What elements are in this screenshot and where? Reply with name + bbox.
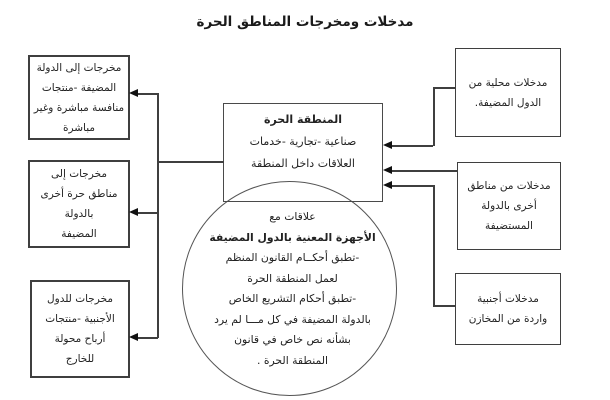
input-box-foreign: مدخلات أجنبية واردة من المخازن — [455, 273, 561, 345]
circle-line: المنطقة الحرة . — [256, 353, 329, 367]
free-zone-box-line: العلاقات داخل المنطقة — [251, 157, 355, 170]
right-connector-line — [433, 305, 456, 307]
right-connector-line — [391, 170, 458, 172]
free-zone-box: المنطقة الحرة صناعية -تجارية -خدمات العل… — [223, 103, 383, 202]
box-line: مدخلات أجنبية — [477, 293, 539, 305]
arrow-left-icon — [129, 208, 138, 216]
left-connector-line — [136, 93, 158, 95]
input-box-local: مدخلات محلية من الدول المضيفة. — [455, 48, 561, 137]
circle-line: بالدولة المضيفة في كل مـــا لم يرد — [214, 312, 371, 326]
circle-line: علاقات مع — [269, 210, 316, 223]
right-connector-vline — [433, 87, 435, 146]
left-connector-line — [136, 212, 158, 214]
box-line: منافسة مباشرة وغير — [33, 101, 125, 114]
box-line: للخارج — [65, 353, 95, 365]
output-box-host-country: مخرجات إلى الدولة المضيفة -منتجات منافسة… — [28, 55, 130, 140]
box-line: مدخلات من مناطق — [467, 180, 551, 192]
right-connector-line — [433, 87, 456, 89]
box-line: بالدولة — [64, 208, 94, 220]
circle-line: -تطبق أحكام التشريع الخاص — [228, 292, 357, 305]
box-line: المضيفة — [61, 228, 97, 240]
box-line: مخرجات إلى الدولة — [36, 61, 122, 74]
circle-line: الأجهزة المعنية بالدول المضيفة — [209, 230, 376, 244]
box-line: مخرجات إلى — [51, 168, 107, 180]
output-box-foreign-countries: مخرجات للدول الأجنبية -منتجات أرباح محول… — [30, 280, 130, 378]
box-line: أخرى بالدولة — [481, 200, 537, 212]
relations-circle-text: علاقات مع الأجهزة المعنية بالدول المضيفة… — [190, 207, 395, 371]
circle-line: بشأنه نص خاص في قانون — [234, 333, 351, 346]
circle-line: -تطبق أحكــام القانون المنظم — [225, 251, 360, 264]
right-connector-vline — [433, 185, 435, 306]
relations-circle — [182, 181, 397, 396]
box-line: المضيفة -منتجات — [41, 81, 117, 94]
arrow-left-icon — [383, 181, 392, 189]
box-line: مدخلات محلية من — [468, 76, 548, 89]
box-line: أرباح محولة — [54, 333, 106, 345]
box-line: مخرجات للدول — [47, 293, 113, 305]
circle-line: لعمل المنطقة الحرة — [247, 271, 338, 285]
left-connector-line — [136, 337, 158, 339]
output-box-other-free-zones: مخرجات إلى مناطق حرة أخرى بالدولة المضيف… — [28, 160, 130, 248]
box-line: واردة من المخازن — [468, 313, 548, 325]
arrow-left-icon — [383, 141, 392, 149]
arrow-left-icon — [129, 89, 138, 97]
right-connector-line — [391, 185, 433, 187]
left-connector-vline — [157, 93, 159, 338]
box-line: مباشرة — [62, 121, 96, 134]
diagram-title: مدخلات ومخرجات المناطق الحرة — [196, 14, 414, 30]
left-connector-to-zone — [158, 161, 224, 163]
arrow-left-icon — [383, 166, 392, 174]
free-zone-box-line: المنطقة الحرة — [263, 113, 343, 126]
right-connector-line — [391, 145, 433, 147]
box-line: المستضيفة — [485, 220, 533, 232]
arrow-left-icon — [129, 333, 138, 341]
input-box-other-zones: مدخلات من مناطق أخرى بالدولة المستضيفة — [457, 162, 561, 250]
box-line: مناطق حرة أخرى — [40, 188, 118, 200]
box-line: الدول المضيفة. — [474, 96, 542, 109]
free-zone-box-line: صناعية -تجارية -خدمات — [249, 135, 357, 148]
box-line: الأجنبية -منتجات — [45, 313, 115, 325]
